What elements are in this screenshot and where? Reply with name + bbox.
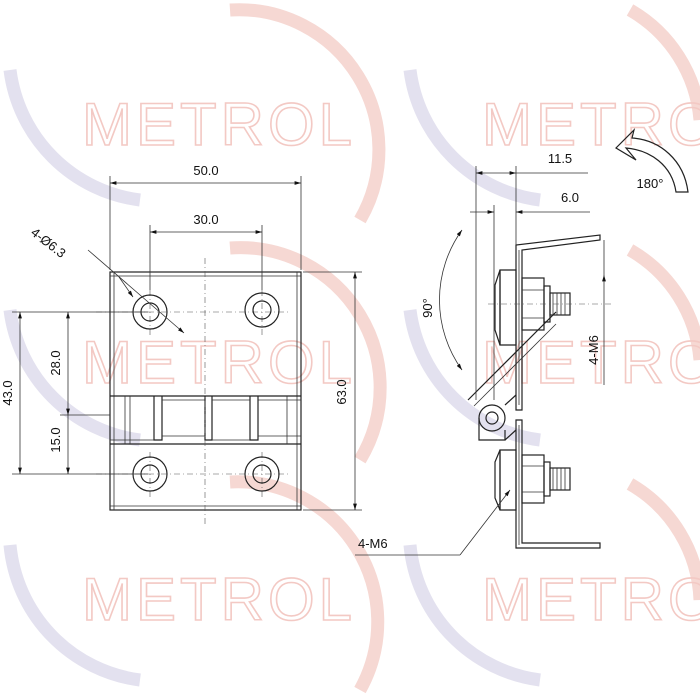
hole	[252, 464, 272, 484]
angle-arc	[439, 229, 463, 371]
watermark-logo: METROL	[482, 91, 700, 158]
hole	[244, 456, 280, 492]
dim-lower-to-axis: 15.0	[48, 427, 63, 452]
hinge-leaf-outline	[109, 271, 302, 511]
bolt-spec-callout: 4-M6	[358, 536, 388, 551]
dim-hole-span: 43.0	[0, 380, 15, 405]
hole	[244, 292, 280, 328]
dim-offset-outer: 11.5	[548, 151, 572, 166]
dim-offset-inner: 6.0	[561, 190, 579, 205]
watermark-logo: METROL	[482, 566, 700, 633]
lower-leaf	[515, 419, 601, 549]
dim-width: 50.0	[193, 163, 218, 178]
rotation-arrow-icon	[615, 128, 689, 193]
watermark-logo: METROL	[82, 566, 356, 633]
dim-height: 63.0	[334, 379, 349, 404]
dim-hole-spacing: 30.0	[193, 212, 218, 227]
hole-spec-label: 4-Ø6.3	[28, 225, 69, 261]
rotation-angle-label: 180°	[637, 176, 664, 191]
watermark-logo: METROL	[82, 329, 356, 396]
watermark-logo: METROL	[82, 91, 356, 158]
hole	[252, 300, 272, 320]
open-angle-label: 90°	[420, 298, 435, 318]
hinge-knuckles	[110, 395, 301, 445]
bolt-spec-right: 4-M6	[586, 335, 601, 365]
dim-upper-to-axis: 28.0	[48, 350, 63, 375]
watermark: METROL METROL METROL METROL METROL METRO…	[3, 3, 700, 694]
side-view: 11.5 6.0 90° 4-M6 4-M6 180°	[355, 128, 689, 556]
